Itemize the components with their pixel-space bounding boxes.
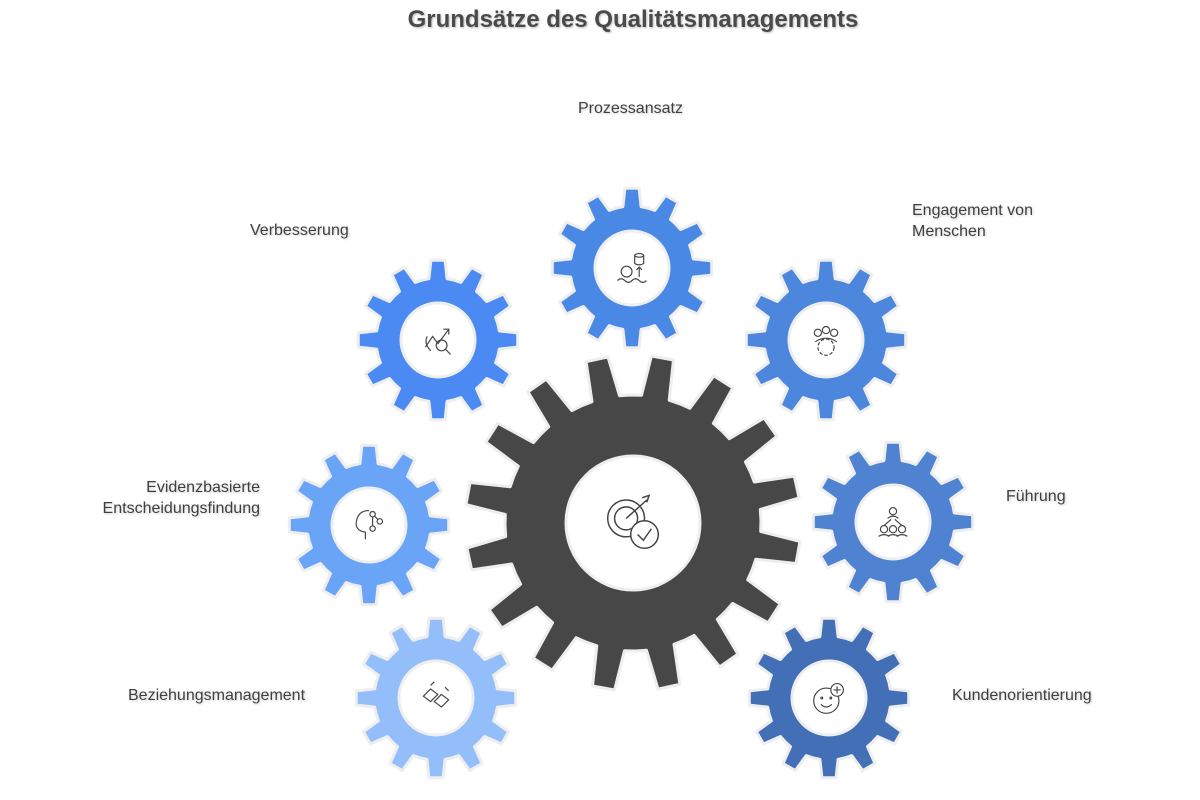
target-check-icon bbox=[606, 494, 660, 550]
gear-fuehrung-hub bbox=[854, 483, 932, 561]
label-verbesserung: Verbesserung bbox=[250, 222, 349, 239]
handshake-gear-icon bbox=[422, 681, 450, 708]
gear-beziehungsmanagement bbox=[354, 616, 518, 780]
label-evidenz: Evidenzbasierte Entscheidungsfindung bbox=[102, 479, 260, 517]
diagram-title: Grundsätze des Qualitätsmanagements bbox=[407, 6, 859, 33]
gear-prozessansatz-hub bbox=[593, 229, 671, 307]
label-prozessansatz: Prozessansatz bbox=[578, 100, 683, 117]
leader-team-icon bbox=[878, 507, 908, 537]
process-gear-database-icon bbox=[617, 253, 647, 283]
gear-beziehungsmanagement-hub bbox=[397, 659, 475, 737]
gear-center bbox=[464, 354, 802, 692]
people-gear-icon bbox=[813, 325, 839, 356]
label-beziehungsmanagement: Beziehungsmanagement bbox=[128, 687, 306, 704]
head-network-icon bbox=[355, 510, 384, 540]
gear-verbesserung-hub bbox=[399, 301, 477, 379]
gear-prozessansatz bbox=[550, 186, 714, 350]
gear-kundenorientierung-hub bbox=[790, 659, 868, 737]
gear-center-hub bbox=[564, 454, 702, 592]
label-fuehrung: Führung bbox=[1006, 488, 1066, 505]
trend-magnifier-icon bbox=[424, 328, 452, 355]
gear-kundenorientierung bbox=[747, 616, 911, 780]
label-engagement: Engagement von Menschen bbox=[912, 202, 1033, 240]
smiley-plus-icon bbox=[813, 683, 844, 714]
gear-evidenz-hub bbox=[330, 486, 408, 564]
label-kundenorientierung: Kundenorientierung bbox=[952, 687, 1092, 704]
gear-fuehrung bbox=[811, 440, 975, 604]
gear-evidenz bbox=[287, 443, 451, 607]
gear-engagement bbox=[744, 258, 908, 422]
gear-verbesserung bbox=[356, 258, 520, 422]
gear-engagement-hub bbox=[787, 301, 865, 379]
